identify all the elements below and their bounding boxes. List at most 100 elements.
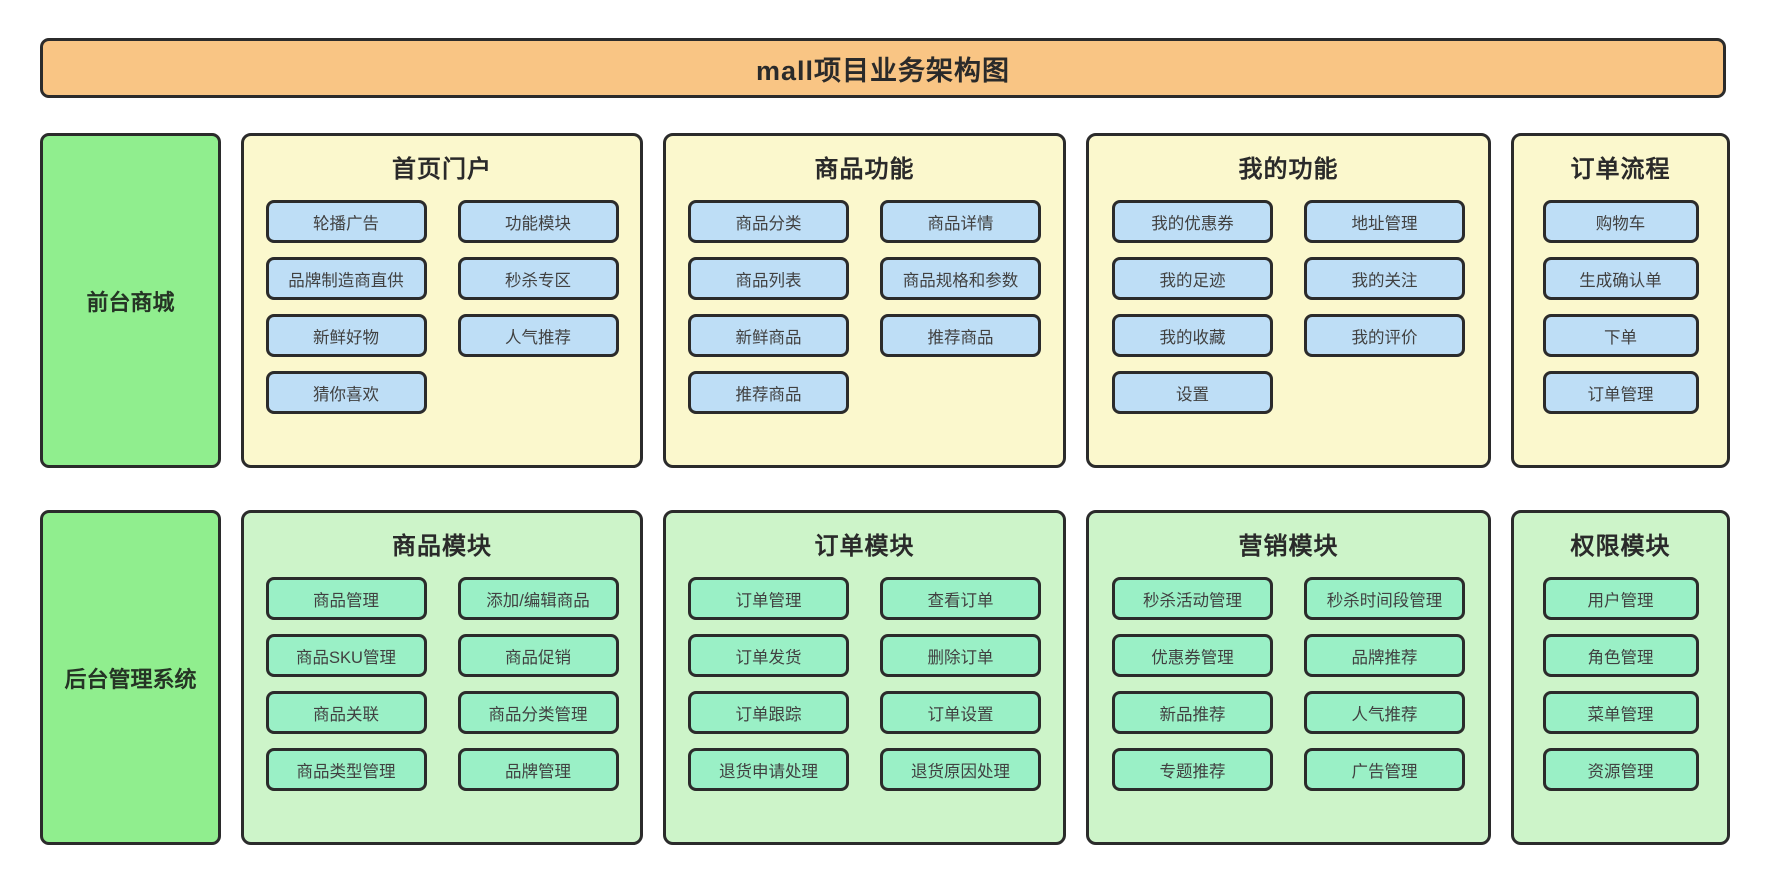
node-box: 订单管理 [688,577,849,620]
node-column: 购物车 生成确认单 下单 订单管理 [1542,200,1699,414]
section-node-grid: 购物车 生成确认单 下单 订单管理 [1542,200,1699,414]
node-label: 推荐商品 [735,385,802,404]
node-label: 角色管理 [1587,648,1654,667]
node-label: 资源管理 [1587,762,1654,781]
node-label: 广告管理 [1351,762,1418,781]
node-column: 用户管理 角色管理 菜单管理 资源管理 [1542,577,1699,791]
node-label: 购物车 [1595,214,1646,233]
node-box: 推荐商品 [880,314,1041,357]
section-node-grid: 用户管理 角色管理 菜单管理 资源管理 [1542,577,1699,791]
node-column: 订单管理 订单发货 订单跟踪 退货申请处理 [688,577,849,791]
section-panel: 订单流程 购物车 生成确认单 下单 订单管理 [1511,133,1730,468]
section-panel: 商品功能 商品分类 商品列表 新鲜商品 推荐商品 商品详情 商品规格和参数 推荐… [663,133,1066,468]
node-box: 我的收藏 [1112,314,1273,357]
node-label: 商品分类 [735,214,802,233]
node-box: 人气推荐 [1304,691,1465,734]
node-label: 设置 [1176,385,1209,404]
node-box: 新鲜好物 [265,314,427,357]
node-label: 删除订单 [927,648,994,667]
node-label: 商品类型管理 [296,762,396,781]
node-box: 购物车 [1542,200,1699,243]
node-box: 我的关注 [1304,257,1465,300]
section-title: 商品模块 [392,533,492,560]
node-label: 我的足迹 [1159,271,1226,290]
section-panel: 商品模块 商品管理 商品SKU管理 商品关联 商品类型管理 添加/编辑商品 商品… [241,510,643,845]
node-column: 地址管理 我的关注 我的评价 [1304,200,1465,414]
section-title: 商品功能 [814,156,915,183]
node-column: 商品详情 商品规格和参数 推荐商品 [880,200,1041,414]
node-box: 角色管理 [1542,634,1699,677]
node-label: 新鲜好物 [313,328,379,347]
section-node-grid: 我的优惠券 我的足迹 我的收藏 设置 地址管理 我的关注 我的评价 [1112,200,1465,414]
node-label: 商品SKU管理 [296,648,396,667]
node-label: 我的收藏 [1159,328,1226,347]
node-label: 下单 [1604,328,1637,347]
node-label: 商品关联 [313,705,379,724]
node-label: 我的关注 [1351,271,1418,290]
node-box: 添加/编辑商品 [457,577,619,620]
node-box: 订单跟踪 [688,691,849,734]
node-label: 生成确认单 [1579,271,1662,290]
node-column: 轮播广告 品牌制造商直供 新鲜好物 猜你喜欢 [265,200,427,414]
node-label: 品牌管理 [505,762,571,781]
row-sidebar-1: 后台管理系统 [40,510,221,845]
section-panel: 权限模块 用户管理 角色管理 菜单管理 资源管理 [1511,510,1730,845]
node-box: 我的优惠券 [1112,200,1273,243]
node-box: 我的足迹 [1112,257,1273,300]
node-box: 我的评价 [1304,314,1465,357]
section-panel: 营销模块 秒杀活动管理 优惠券管理 新品推荐 专题推荐 秒杀时间段管理 品牌推荐… [1086,510,1491,845]
section-title: 订单模块 [814,533,915,560]
node-column: 我的优惠券 我的足迹 我的收藏 设置 [1112,200,1273,414]
node-label: 秒杀活动管理 [1143,591,1242,610]
node-box: 订单设置 [880,691,1041,734]
node-box: 秒杀时间段管理 [1304,577,1465,620]
node-box: 商品类型管理 [265,748,427,791]
node-box: 秒杀活动管理 [1112,577,1273,620]
node-column: 查看订单 删除订单 订单设置 退货原因处理 [880,577,1041,791]
section-panel: 订单模块 订单管理 订单发货 订单跟踪 退货申请处理 查看订单 删除订单 订单设… [663,510,1066,845]
node-label: 猜你喜欢 [313,385,379,404]
node-column: 商品分类 商品列表 新鲜商品 推荐商品 [688,200,849,414]
node-box: 退货申请处理 [688,748,849,791]
node-box: 专题推荐 [1112,748,1273,791]
section-title: 营销模块 [1238,533,1339,560]
node-box: 商品详情 [880,200,1041,243]
node-label: 品牌推荐 [1351,648,1418,667]
node-label: 退货原因处理 [911,762,1010,781]
node-box: 品牌制造商直供 [265,257,427,300]
node-box: 商品SKU管理 [265,634,427,677]
node-box: 订单管理 [1542,371,1699,414]
node-label: 商品列表 [735,271,802,290]
node-label: 新鲜商品 [735,328,802,347]
node-label: 退货申请处理 [719,762,818,781]
node-box: 品牌管理 [457,748,619,791]
section-title: 订单流程 [1570,156,1671,183]
node-label: 菜单管理 [1587,705,1654,724]
node-box: 推荐商品 [688,371,849,414]
node-column: 功能模块 秒杀专区 人气推荐 [457,200,619,414]
node-label: 商品分类管理 [488,705,588,724]
section-title: 我的功能 [1238,156,1339,183]
node-box: 商品列表 [688,257,849,300]
diagram-row: 前台商城 首页门户 轮播广告 品牌制造商直供 新鲜好物 猜你喜欢 功能模块 秒杀… [40,133,1730,468]
node-label: 人气推荐 [1351,705,1418,724]
node-box: 猜你喜欢 [265,371,427,414]
node-box: 秒杀专区 [457,257,619,300]
node-label: 优惠券管理 [1151,648,1234,667]
section-title: 权限模块 [1570,533,1671,560]
section-title: 首页门户 [392,156,492,183]
node-label: 人气推荐 [505,328,571,347]
node-label: 品牌制造商直供 [288,271,404,290]
node-label: 新品推荐 [1159,705,1226,724]
row-sidebar-label: 前台商城 [86,289,175,315]
node-box: 轮播广告 [265,200,427,243]
node-box: 查看订单 [880,577,1041,620]
node-box: 品牌推荐 [1304,634,1465,677]
diagram-title-banner: mall项目业务架构图 [40,38,1726,98]
node-label: 专题推荐 [1159,762,1226,781]
node-label: 功能模块 [505,214,571,233]
node-box: 用户管理 [1542,577,1699,620]
node-column: 秒杀时间段管理 品牌推荐 人气推荐 广告管理 [1304,577,1465,791]
node-label: 商品促销 [505,648,571,667]
